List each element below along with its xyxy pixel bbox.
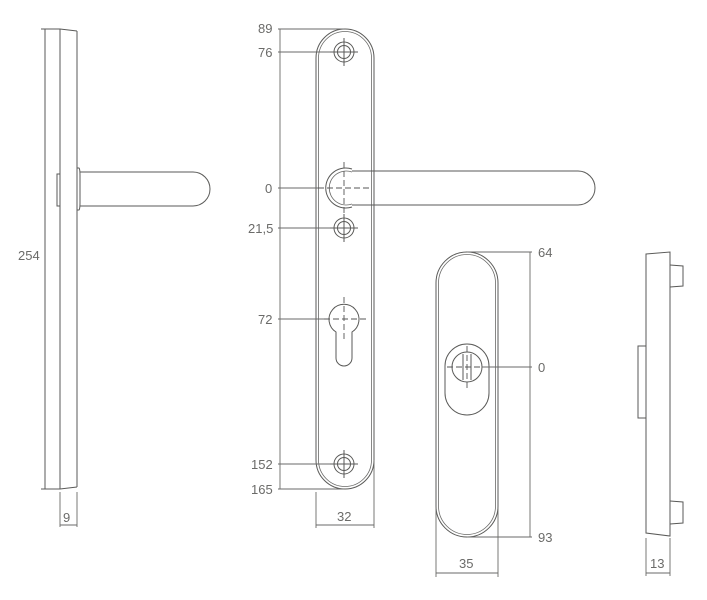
- cylinder-cutout: [324, 297, 366, 367]
- dim-plate-bottom-screw: 152: [251, 457, 273, 472]
- screw-hole-top: [330, 38, 358, 66]
- front-plate-view: 89 76 0 21,5 72 152 165 32: [248, 21, 596, 528]
- dim-plate-top: 89: [258, 21, 272, 36]
- escutcheon-side-view: 13: [637, 251, 684, 576]
- dim-escutcheon-top: 64: [538, 245, 552, 260]
- dim-left-height: 254: [18, 248, 40, 263]
- escutcheon-front-view: 64 0 93 35: [435, 245, 552, 577]
- dim-escutcheon-axis: 0: [538, 360, 545, 375]
- dim-plate-handle-axis: 0: [265, 181, 272, 196]
- dim-plate-width: 32: [337, 509, 351, 524]
- dim-plate-cylinder: 72: [258, 312, 272, 327]
- cylinder-guard: [444, 343, 490, 416]
- screw-hole-bottom: [330, 450, 358, 478]
- dim-plate-bottom: 165: [251, 482, 273, 497]
- dim-escutcheon-bottom: 93: [538, 530, 552, 545]
- lever-rose: [318, 162, 370, 214]
- dim-plate-lower-screw: 21,5: [248, 221, 273, 236]
- dim-plate-upper-screw: 76: [258, 45, 272, 60]
- left-side-view: 9 254: [18, 28, 211, 527]
- dim-escutcheon-width: 35: [459, 556, 473, 571]
- dim-escutcheon-side-thickness: 13: [650, 556, 664, 571]
- dim-left-thickness: 9: [63, 510, 70, 525]
- screw-hole-upper-middle: [330, 214, 358, 242]
